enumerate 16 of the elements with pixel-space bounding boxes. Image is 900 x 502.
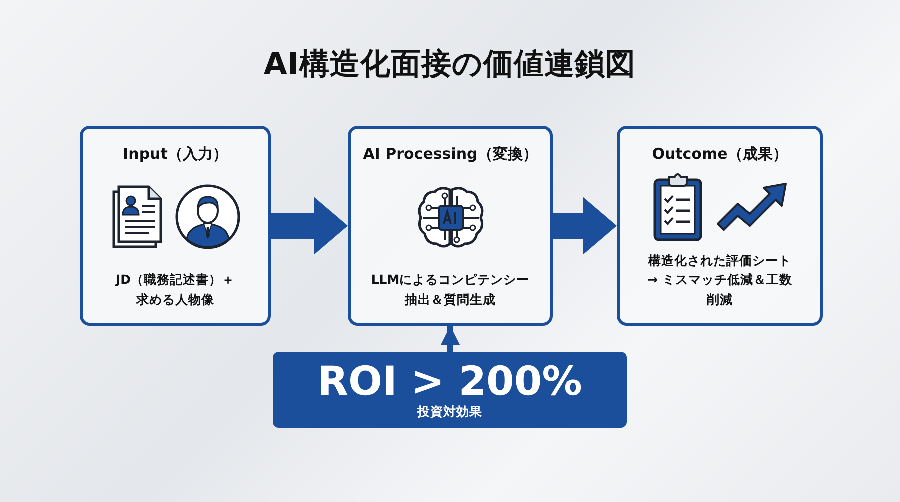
block-arrow <box>271 197 348 255</box>
block-arrow <box>553 197 617 255</box>
stage-card <box>348 126 553 326</box>
roi-value: ROI > 200% <box>318 360 582 404</box>
stage-heading: Outcome（成果） <box>652 145 788 164</box>
stage-description: 構造化された評価シート→ ミスマッチ低減＆工数削減 <box>647 252 793 309</box>
roi-banner <box>273 352 627 428</box>
pointer-arrow <box>440 326 460 352</box>
stage-description: JD（職務記述書）＋求める人物像 <box>116 271 236 309</box>
stage-card <box>80 126 271 326</box>
stage-heading: AI Processing（変換） <box>363 145 538 164</box>
stage-heading: Input（入力） <box>123 145 228 164</box>
stage-card <box>617 126 823 326</box>
diagram-title: AI構造化面接の価値連鎖図 <box>263 46 637 84</box>
roi-caption: 投資対効果 <box>418 404 482 420</box>
stage-description: LLMによるコンピテンシー抽出＆質問生成 <box>370 271 531 309</box>
